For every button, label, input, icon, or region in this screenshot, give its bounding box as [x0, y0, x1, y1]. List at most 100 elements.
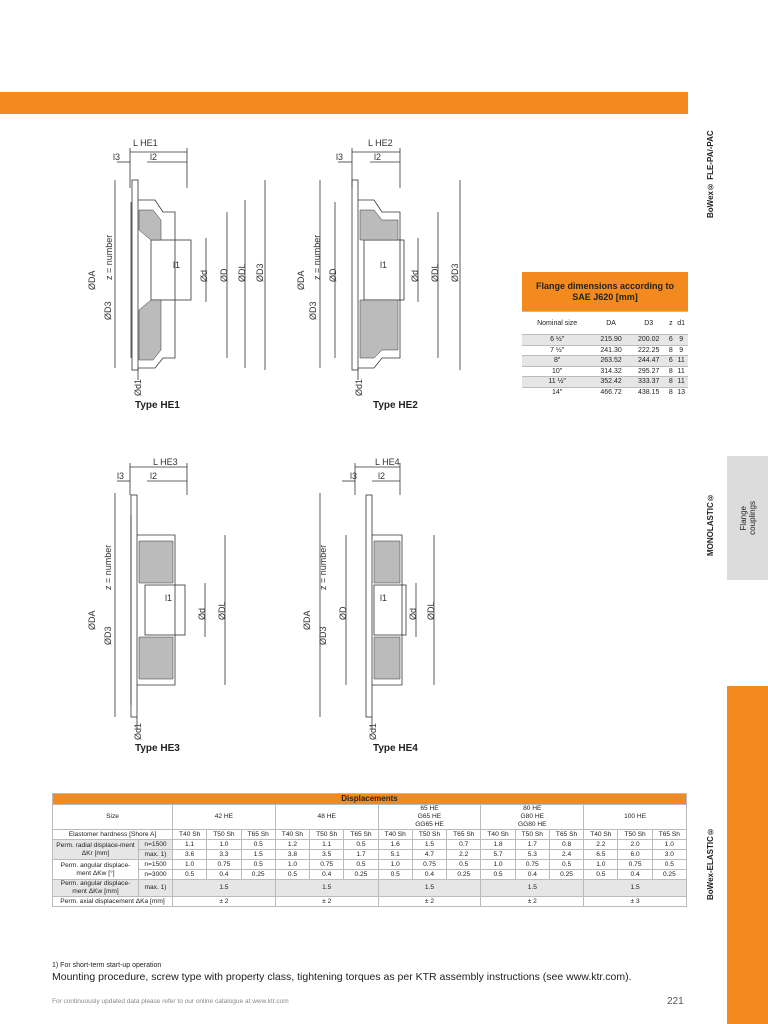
he1-z-number: z = number: [104, 235, 114, 280]
table-cell: 0.5: [343, 859, 379, 870]
he3-dia-da: ØDA: [87, 610, 97, 630]
he1-dia-d3-left: ØD3: [103, 301, 113, 320]
he3-dia-d3: ØD3: [103, 626, 113, 645]
size-label: Size: [52, 804, 173, 830]
he2-dia-d1: Ød1: [354, 379, 364, 396]
table-cell: 2.2: [446, 849, 482, 860]
he4-l1: l1: [380, 593, 387, 603]
table-cell: 5.7: [480, 849, 516, 860]
flange-col-nominal: Nominal size: [522, 311, 593, 335]
he1-l1: l1: [173, 260, 180, 270]
table-cell: 1.8: [480, 839, 516, 850]
table-cell: 2.0: [617, 839, 653, 850]
table-cell: 3.5: [309, 849, 345, 860]
radial-label: Perm. radial displace-ment ΔKr [mm]: [52, 839, 139, 860]
table-cell: 0.4: [206, 869, 242, 880]
table-cell: 5.3: [514, 849, 550, 860]
flange-col-d1: d1: [674, 311, 688, 335]
table-cell: 0.5: [240, 839, 276, 850]
side-monolastic-label: MONOLASTIC®: [705, 493, 715, 556]
table-cell: 1.5: [274, 879, 379, 897]
table-cell: 0.5: [240, 859, 276, 870]
table-cell: 0.25: [343, 869, 379, 880]
section-tab-flange-couplings[interactable]: Flange couplings: [727, 456, 768, 580]
table-cell: 1.2: [274, 839, 311, 850]
table-row: Perm. angular displace-ment ΔKw [°]n=150…: [52, 859, 688, 880]
drawing-type-he2: L HE2 l3 l2 l1 z = number ØDA ØD3 ØD Ød …: [296, 138, 461, 396]
hardness-cell: T65 Sh: [343, 829, 379, 840]
he4-dia-d1: Ød1: [368, 723, 378, 740]
size-header: 100 HE: [583, 804, 687, 830]
caption-type-he4: Type HE4: [373, 743, 418, 754]
table-cell: 0.4: [514, 869, 550, 880]
table-cell: 1.7: [514, 839, 550, 850]
he1-l-total: L HE1: [133, 138, 158, 148]
he2-dia-da: ØDA: [296, 270, 306, 290]
he1-l2: l2: [150, 152, 157, 162]
mounting-note: Mounting procedure, screw type with prop…: [52, 971, 632, 983]
table-cell: 0.5: [446, 859, 482, 870]
he4-dia-D: ØD: [338, 606, 348, 620]
hardness-cell: T40 Sh: [583, 829, 619, 840]
table-cell: 0.4: [411, 869, 448, 880]
table-cell: 1.5: [172, 879, 276, 897]
table-cell: 3.0: [651, 849, 688, 860]
drawing-type-he4: L HE4 l3 l2 l1 z = number ØDA ØD3 ØD Ød …: [302, 457, 436, 740]
he1-dia-da: ØDA: [87, 270, 97, 290]
angular-n2-label: n=3000: [138, 869, 173, 880]
table-row: Perm. radial displace-ment ΔKr [mm]n=150…: [52, 839, 688, 860]
he3-l3: l3: [117, 471, 124, 481]
table-cell: ± 3: [583, 896, 687, 907]
section-tab-bowex-elastic[interactable]: [727, 686, 768, 1024]
he1-dia-dl: ØDL: [237, 263, 247, 282]
hardness-cell: T40 Sh: [274, 829, 311, 840]
table-cell: 1.0: [274, 859, 311, 870]
table-cell: 1.5: [377, 879, 482, 897]
angular-n1-label: n=1500: [138, 859, 173, 870]
hardness-cell: T65 Sh: [651, 829, 688, 840]
he3-l1: l1: [165, 593, 172, 603]
table-cell: 0.5: [480, 869, 516, 880]
flange-col-d3: D3: [629, 311, 668, 335]
he2-l1: l1: [380, 260, 387, 270]
table-cell: 1.0: [583, 859, 619, 870]
table-cell: 1.0: [480, 859, 516, 870]
table-cell: 1.1: [171, 839, 208, 850]
he1-dia-d: Ød: [199, 270, 209, 282]
table-cell: 0.5: [274, 869, 311, 880]
hardness-cell: T65 Sh: [548, 829, 585, 840]
table-cell: 0.5: [548, 859, 585, 870]
table-row: Perm. angular displace-ment ΔKw [mm]max.…: [52, 879, 687, 897]
he3-z-number: z = number: [103, 545, 113, 590]
he4-z-number: z = number: [318, 545, 328, 590]
table-cell: 0.75: [411, 859, 448, 870]
he1-dia-d1: Ød1: [133, 379, 143, 396]
size-header: 48 HE: [274, 804, 379, 830]
table-cell: 2.4: [548, 849, 585, 860]
caption-type-he2: Type HE2: [373, 400, 418, 411]
table-cell: 1.0: [206, 839, 242, 850]
he1-dia-D: ØD: [219, 268, 229, 282]
table-cell: 6.0: [617, 849, 653, 860]
table-cell: ± 2: [274, 896, 379, 907]
table-cell: 1.1: [309, 839, 345, 850]
table-cell: 0.7: [446, 839, 482, 850]
table-cell: 0.5: [651, 859, 688, 870]
footer-catalogue-note: For continuously updated data please ref…: [52, 998, 289, 1005]
flange-couplings-line2: couplings: [747, 501, 757, 535]
hardness-cell: T40 Sh: [377, 829, 413, 840]
caption-type-he1: Type HE1: [135, 400, 180, 411]
table-cell: 0.25: [240, 869, 276, 880]
table-cell: 0.5: [583, 869, 619, 880]
he1-dia-d3: ØD3: [255, 263, 265, 282]
flange-table-title: Flange dimensions according to SAE J620 …: [522, 272, 688, 311]
he2-l2: l2: [374, 152, 381, 162]
hardness-cell: T65 Sh: [446, 829, 482, 840]
